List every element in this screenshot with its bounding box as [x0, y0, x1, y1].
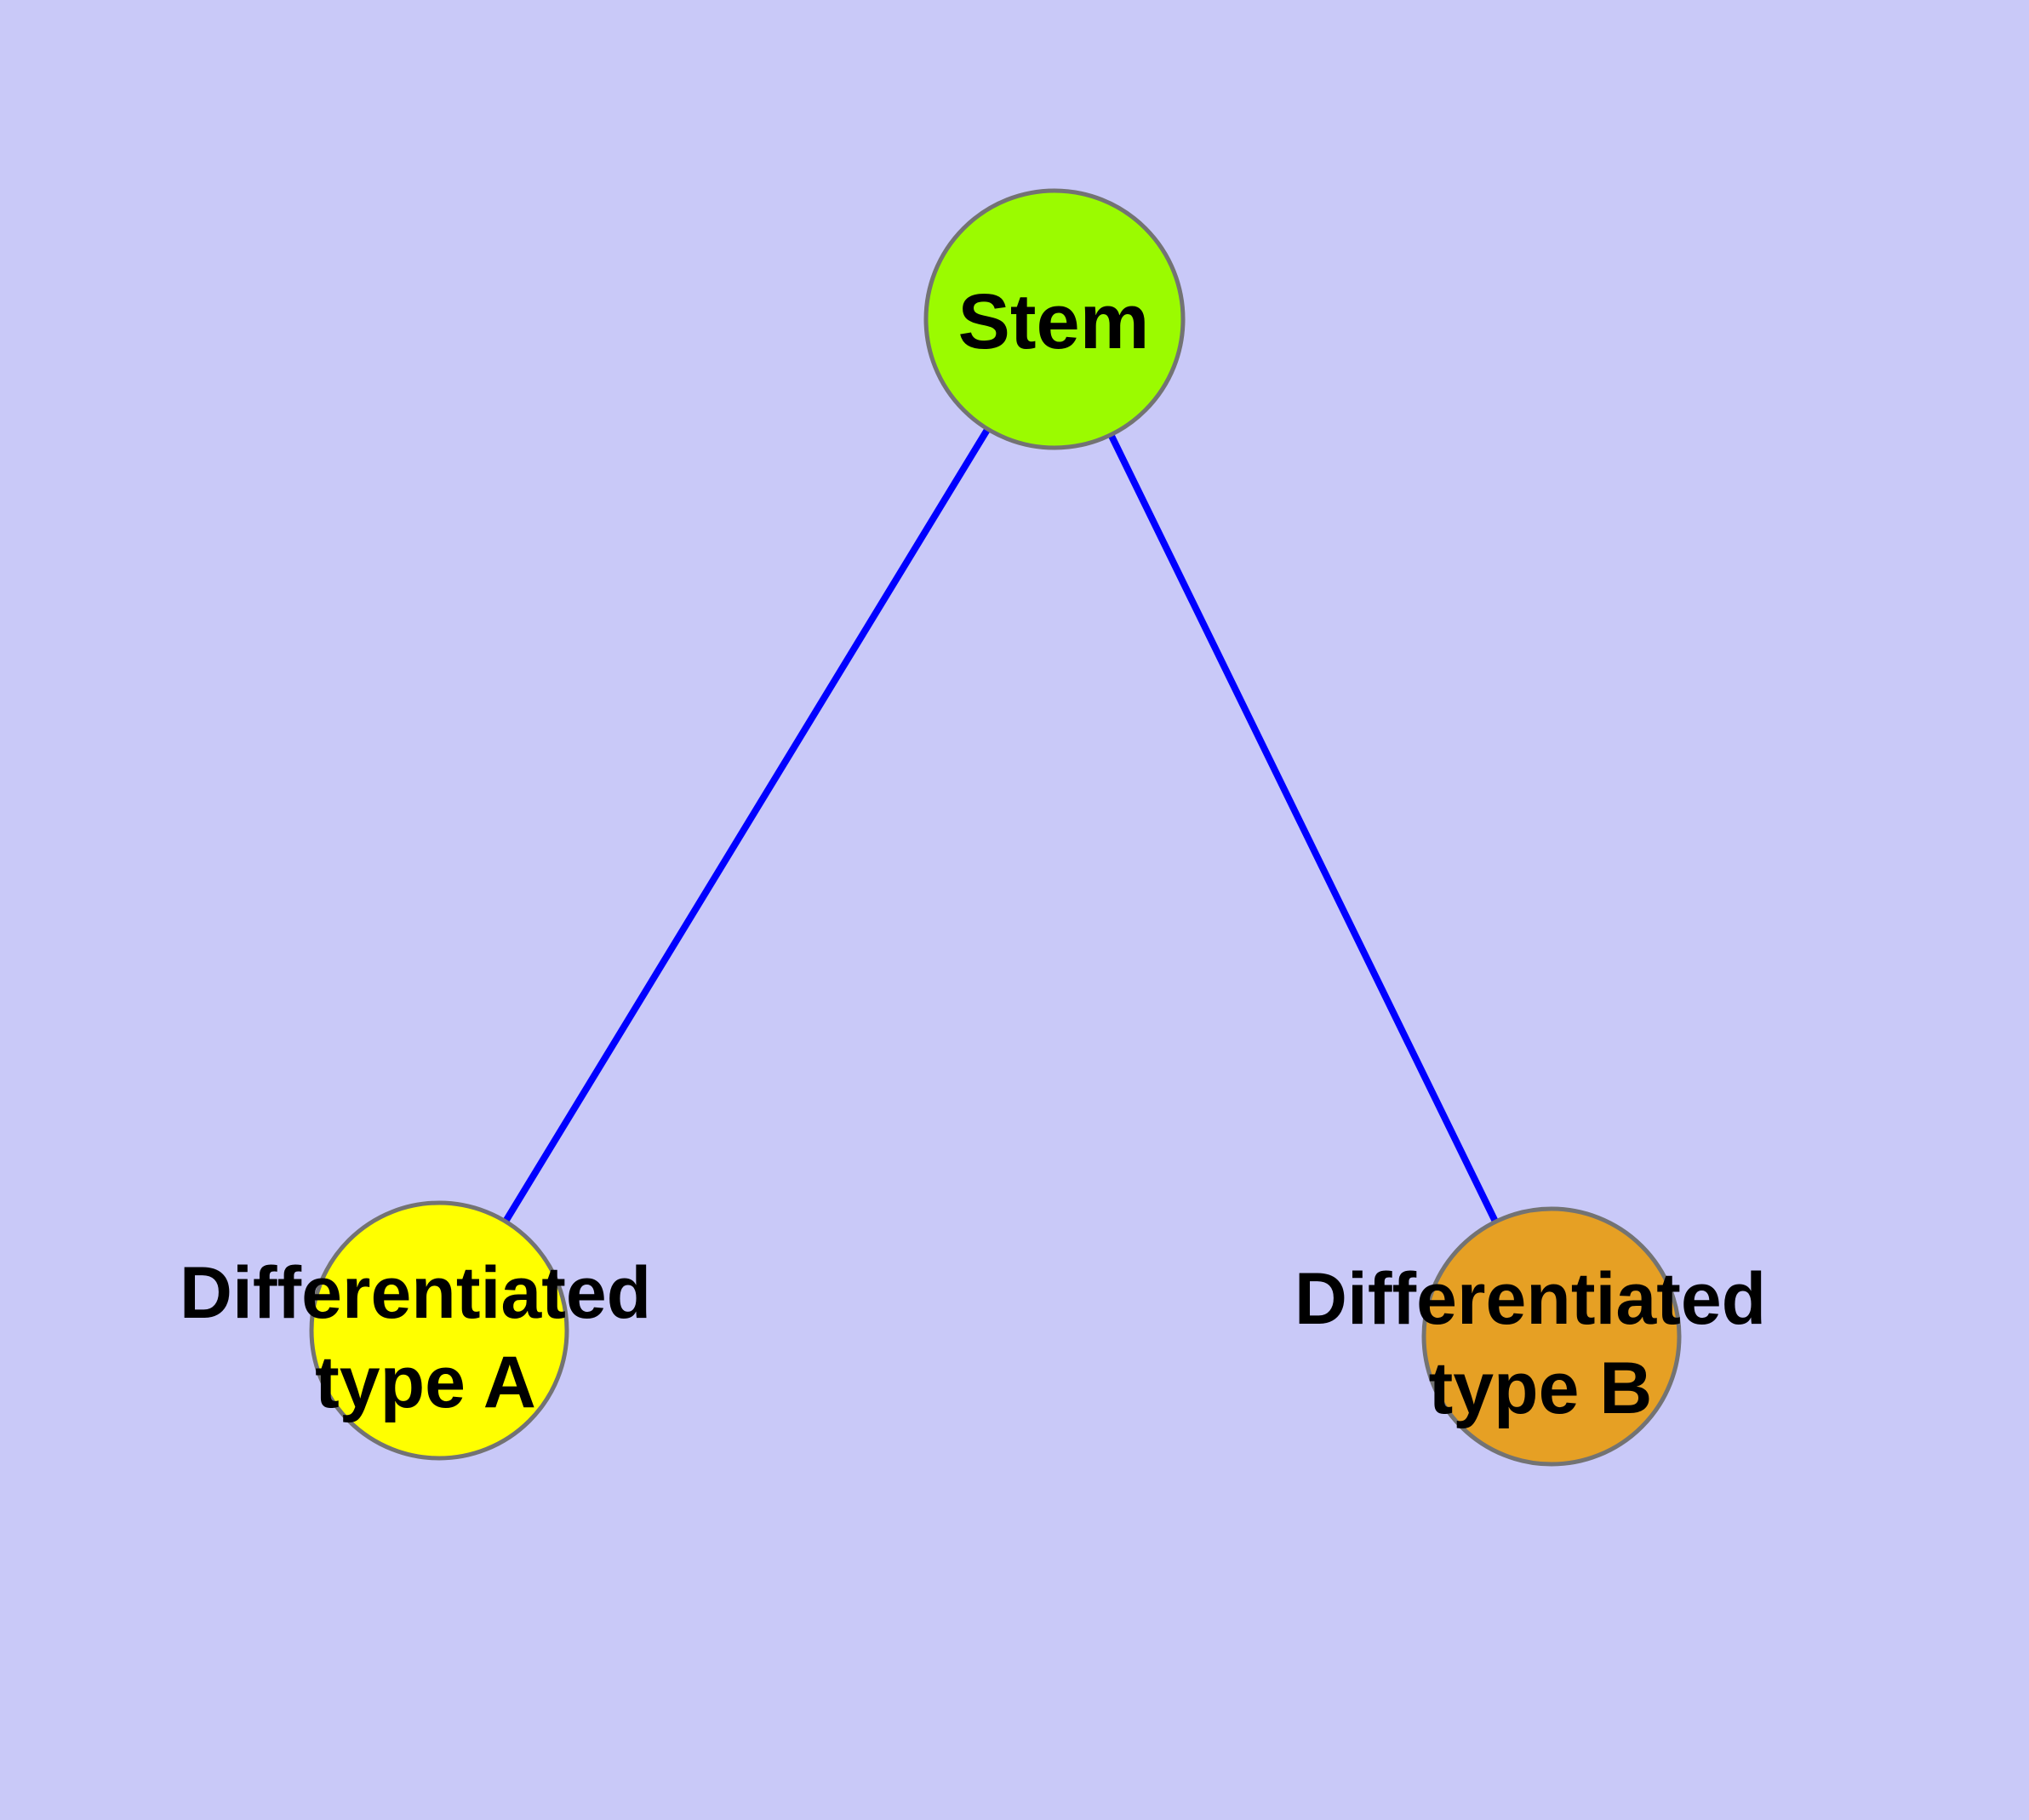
type-b-node-label: Differentiated type B: [1295, 1258, 1786, 1429]
stem-node-label: Stem: [958, 278, 1150, 365]
type-a-node-circle: [309, 1200, 569, 1461]
type-a-node-label: Differentiated type A: [180, 1252, 672, 1423]
type-a-label-line1: Differentiated: [180, 1252, 651, 1334]
type-b-label-line1: Differentiated: [1295, 1258, 1766, 1340]
edge-stem-to-type-b: [1051, 318, 1555, 1338]
type-b-node-circle: [1421, 1206, 1682, 1467]
edge-stem-to-type-a: [436, 317, 1058, 1333]
type-b-label-line2: type B: [1429, 1348, 1653, 1429]
type-a-label-line2: type A: [315, 1342, 536, 1423]
stem-node-circle: [923, 188, 1186, 450]
